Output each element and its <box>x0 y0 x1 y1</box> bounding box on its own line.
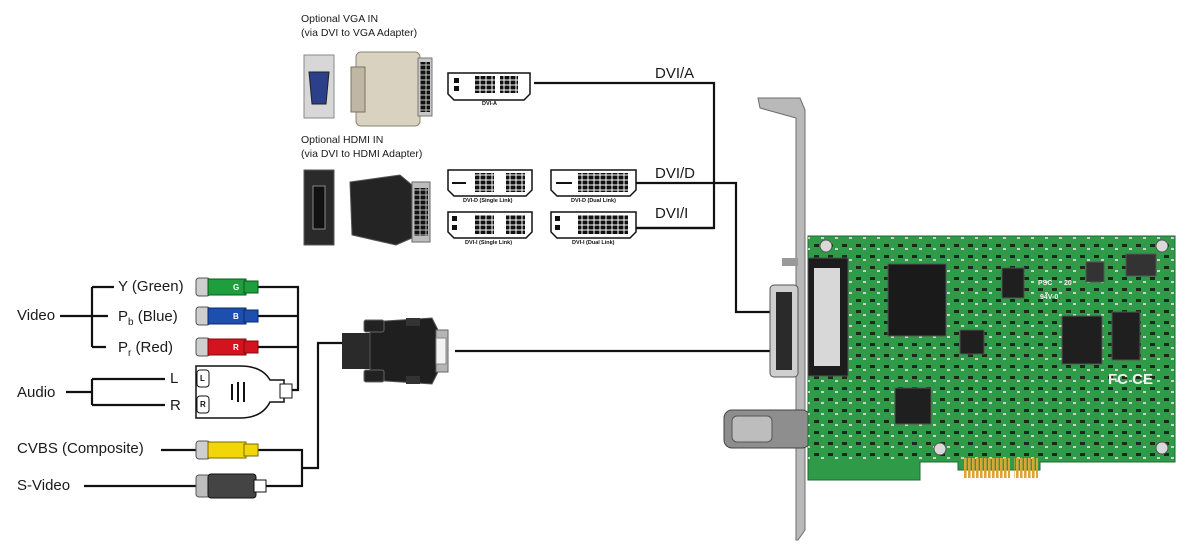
pcie-gold-fingers <box>964 458 1010 478</box>
audio-plug <box>195 365 293 419</box>
video-bracket <box>60 285 114 349</box>
optional-hdmi-subtitle: (via DVI to HDMI Adapter) <box>301 148 423 160</box>
vga-port <box>308 71 330 105</box>
breakout-dvi-plug <box>342 317 449 385</box>
dvi-vga-adapter <box>355 51 421 127</box>
audio-bracket <box>66 377 165 407</box>
video-label: Video <box>17 307 56 324</box>
audio-label: Audio <box>17 384 56 401</box>
pb-blue-label: Pb (Blue) <box>118 308 178 328</box>
audio-l-label: L <box>170 370 179 387</box>
capture-card <box>723 97 1176 541</box>
dvi-i-label: DVI/I <box>655 205 689 222</box>
optional-vga-subtitle: (via DVI to VGA Adapter) <box>301 27 418 39</box>
main-chip <box>887 263 947 337</box>
dvi-d-label: DVI/D <box>655 165 696 182</box>
dvi-a-label: DVI/A <box>655 65 695 82</box>
plug-letter-g: G <box>233 283 240 292</box>
svideo-label: S-Video <box>17 477 71 494</box>
dvi-a-tag: DVI-A <box>482 101 497 107</box>
optional-hdmi-title: Optional HDMI IN <box>301 134 384 146</box>
board-rating-mark: 94V-0 <box>1040 294 1059 301</box>
red-plug <box>195 337 259 357</box>
composite-bus <box>258 341 342 488</box>
pr-red-label: Pr (Red) <box>118 339 174 359</box>
dvi-i-dual-tag: DVI-I (Dual Link) <box>572 240 615 246</box>
vga-adapter-group <box>303 51 433 127</box>
board-psc-number: 20 <box>1064 280 1072 287</box>
green-plug <box>195 277 259 297</box>
svideo-plug <box>195 473 267 499</box>
board-fcc-ce-mark: FC CE <box>1108 371 1153 388</box>
plug-letter-b: B <box>233 312 239 321</box>
cvbs-label: CVBS (Composite) <box>17 440 144 457</box>
signal-lines <box>60 81 770 488</box>
dvi-d-line <box>636 181 770 314</box>
plug-letter-r: R <box>233 343 239 352</box>
audio-r-label: R <box>170 397 181 414</box>
component-bus <box>258 285 300 392</box>
board-psc-mark: PSC <box>1038 280 1053 287</box>
hdmi-adapter-group <box>303 169 431 246</box>
component-plugs <box>195 277 259 357</box>
composite-plug <box>195 440 259 460</box>
dvi-d-single-tag: DVI-D (Single Link) <box>463 198 513 204</box>
dvi-hdmi-adapter <box>349 174 413 246</box>
optional-vga-title: Optional VGA IN <box>301 13 379 25</box>
blue-plug <box>195 306 259 326</box>
audio-plug-letter-r: R <box>200 400 206 409</box>
card-bracket <box>757 97 806 541</box>
dvi-connector-icons <box>447 72 637 239</box>
audio-plug-letter-l: L <box>200 374 205 383</box>
y-green-label: Y (Green) <box>118 278 184 295</box>
dvi-i-single-tag: DVI-I (Single Link) <box>465 240 513 246</box>
dvi-d-dual-tag: DVI-D (Dual Link) <box>571 198 616 204</box>
